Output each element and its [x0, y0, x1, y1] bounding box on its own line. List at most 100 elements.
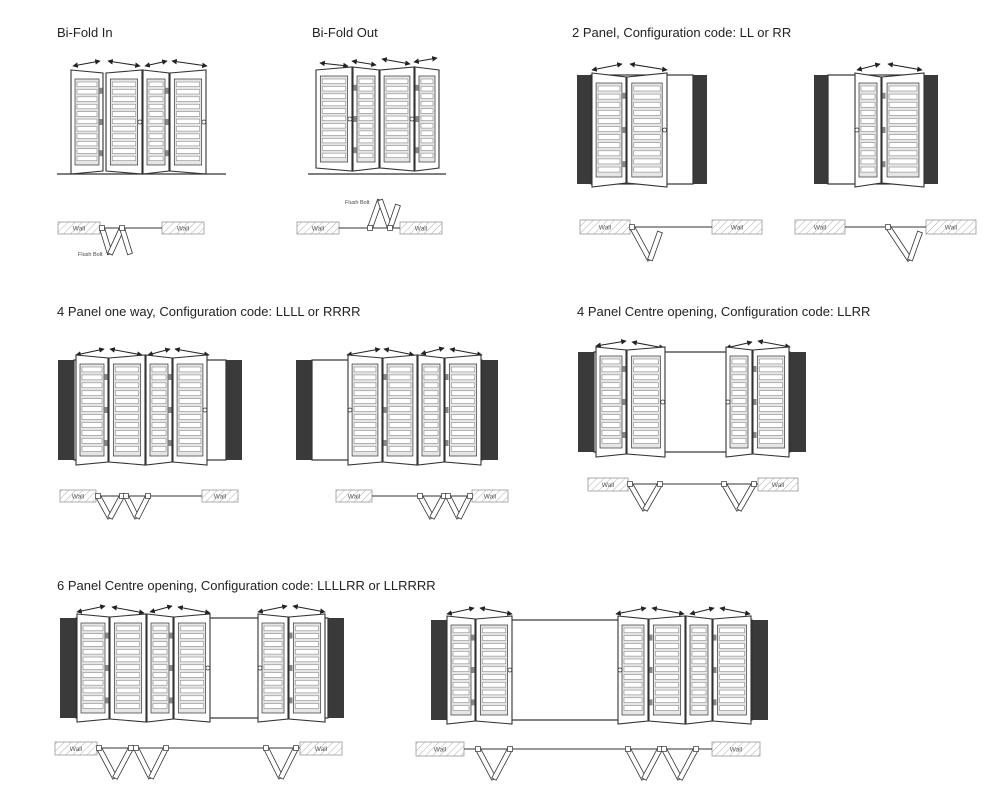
- louvre-slat: [759, 366, 783, 373]
- louvre-slat: [178, 430, 202, 436]
- louvre-slat: [482, 627, 506, 634]
- louvre-slat: [82, 649, 104, 655]
- louvre-slat: [691, 705, 707, 711]
- hinge: [415, 116, 419, 122]
- louvre-slat: [353, 398, 377, 404]
- louvre-slat: [731, 438, 747, 444]
- louvre-slat: [151, 414, 167, 420]
- louvre-slat: [263, 656, 283, 663]
- fold-direction-arrow: [75, 347, 105, 357]
- louvre-slat: [482, 666, 506, 672]
- louvre-slat: [385, 123, 409, 129]
- louvre-slat: [655, 705, 679, 711]
- louvre-slat: [176, 96, 200, 102]
- louvre-slat: [601, 398, 621, 404]
- louvre-slat: [759, 430, 783, 436]
- wall-label: Wall: [434, 746, 447, 753]
- louvre-slat: [358, 86, 374, 92]
- louvre-slat: [423, 390, 439, 396]
- louvre-slat: [148, 126, 164, 132]
- hinge: [353, 116, 357, 122]
- louvre-slat: [322, 123, 346, 129]
- wall-block: [693, 75, 707, 184]
- louvre-slat: [633, 414, 659, 420]
- louvre-slat: [888, 93, 918, 100]
- door-handle: [137, 119, 143, 125]
- wall-block: [752, 620, 768, 720]
- door-handle: [347, 116, 353, 122]
- louvre-slat: [719, 674, 745, 680]
- louvre-slat: [385, 138, 409, 144]
- louvre-slat: [295, 641, 319, 647]
- plan-pivot: [657, 481, 663, 487]
- plan-panel: [647, 230, 663, 262]
- louvre-slat: [82, 672, 104, 678]
- louvre-slat: [82, 695, 104, 701]
- louvre-slat: [82, 703, 104, 709]
- louvre-slat: [633, 366, 659, 373]
- hinge: [289, 632, 293, 639]
- fold-direction-arrow: [651, 606, 685, 616]
- louvre-slat: [633, 126, 661, 132]
- louvre-slat: [597, 166, 621, 173]
- hinge: [169, 697, 173, 704]
- louvre-slat: [180, 656, 204, 663]
- plan-pivot: [95, 493, 101, 499]
- louvre-slat: [888, 118, 918, 124]
- louvre-slat: [420, 115, 434, 121]
- louvre-slat: [116, 703, 140, 709]
- louvre-slat: [420, 123, 434, 129]
- louvre-slat: [176, 118, 200, 124]
- wall-block: [924, 75, 938, 184]
- plan-pivot: [133, 745, 139, 751]
- louvre-slat: [691, 635, 707, 641]
- louvre-slat: [322, 78, 346, 84]
- louvre-slat: [423, 430, 439, 436]
- louvre-slat: [860, 158, 876, 165]
- louvre-slat: [423, 422, 439, 428]
- fold-direction-arrow: [292, 604, 326, 614]
- wall-block: [431, 620, 447, 720]
- louvre-slat: [731, 366, 747, 373]
- louvre-slat: [482, 682, 506, 688]
- hinge: [415, 147, 419, 154]
- four-oneway-right-elevation: [296, 346, 498, 466]
- hinge: [471, 634, 475, 641]
- louvre-slat: [655, 682, 679, 688]
- louvre-slat: [152, 695, 168, 701]
- louvre-slat: [81, 406, 103, 412]
- fold-direction-arrow: [591, 62, 623, 72]
- louvre-slat: [597, 93, 621, 100]
- louvre-slat: [719, 635, 745, 641]
- louvre-slat: [112, 141, 136, 147]
- plan-pivot: [387, 225, 393, 231]
- louvre-slat: [482, 658, 506, 665]
- louvre-slat: [322, 86, 346, 92]
- louvre-slat: [888, 166, 918, 173]
- plan-panel: [642, 482, 663, 512]
- louvre-slat: [180, 649, 204, 655]
- wall-block: [58, 360, 74, 460]
- louvre-slat: [148, 103, 164, 110]
- louvre-slat: [623, 651, 643, 657]
- louvre-slat: [623, 658, 643, 665]
- louvre-slat: [152, 649, 168, 655]
- louvre-slat: [176, 155, 200, 161]
- louvre-slat: [388, 406, 412, 412]
- louvre-slat: [597, 101, 621, 108]
- louvre-slat: [597, 110, 621, 116]
- hinge: [882, 161, 886, 168]
- louvre-slat: [423, 438, 439, 444]
- louvre-slat: [860, 118, 876, 124]
- hinge: [713, 667, 717, 673]
- plan-pivot: [417, 493, 423, 499]
- louvre-slat: [719, 643, 745, 649]
- louvre-slat: [148, 81, 164, 87]
- louvre-slat: [482, 697, 506, 703]
- louvre-slat: [452, 627, 470, 634]
- louvre-slat: [597, 150, 621, 157]
- hinge: [445, 440, 449, 446]
- plan-panel: [641, 747, 663, 781]
